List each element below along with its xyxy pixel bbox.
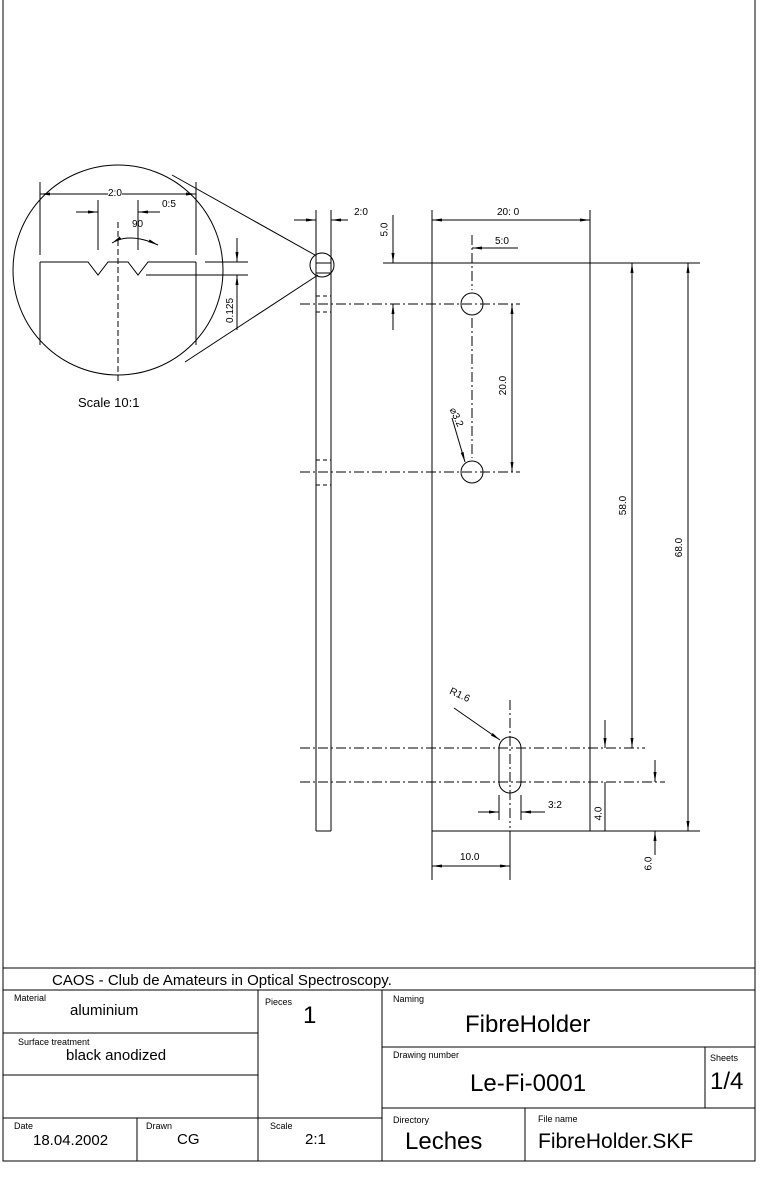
dim-hole-spacing: 20.0 [498,375,510,396]
dim-detail-width: 2:0 [108,188,122,199]
sheets-value: 1/4 [710,1068,744,1095]
organization: CAOS - Club de Amateurs in Optical Spect… [52,972,392,989]
sheet-border [2,0,756,1162]
dim-slot-position: 58.0 [618,495,630,516]
pieces-label: Pieces [265,997,293,1007]
material-label: Material [14,993,47,1003]
dim-detail-depth: 0.125 [225,297,237,324]
dim-length: 68.0 [674,537,686,558]
file-name-value: FibreHolder.SKF [538,1130,694,1153]
directory-label: Directory [393,1115,430,1125]
dim-slot-width: 3:2 [548,800,562,811]
dim-slot-length: 4.0 [593,806,605,821]
file-name-label: File name [538,1114,578,1124]
title-block-grid [3,967,755,1161]
surface-label: Surface treatment [18,1037,90,1047]
naming-label: Naming [393,994,425,1004]
drawn-label: Drawn [146,1121,173,1131]
front-view [300,210,700,880]
material-value: aluminium [70,1002,139,1019]
scale-value: 2:1 [305,1131,326,1148]
directory-value: Leches [405,1128,483,1155]
scale-label: Scale [270,1121,293,1131]
drawing-number-label: Drawing number [393,1050,460,1060]
drawing-number-value: Le-Fi-0001 [470,1070,587,1097]
side-view [294,210,348,832]
naming-value: FibreHolder [465,1011,591,1038]
dim-slot-x: 10.0 [460,852,480,863]
date-label: Date [14,1121,34,1131]
dim-top-offset: 5.0 [379,222,391,237]
dim-width: 20: 0 [497,207,520,218]
sheets-label: Sheets [710,1053,739,1063]
dim-hole-offset: 5:0 [495,236,509,247]
dim-detail-angle: 90 [132,219,144,230]
pieces-value: 1 [303,1002,317,1029]
dim-detail-groove: 0:5 [162,199,176,210]
surface-value: black anodized [66,1047,167,1064]
detail-scale-label: Scale 10:1 [78,395,140,410]
date-value: 18.04.2002 [33,1132,109,1149]
detail-view [12,164,319,382]
dim-thickness: 2:0 [354,207,368,218]
dim-slot-bottom: 6.0 [643,856,655,871]
drawn-value: CG [177,1131,200,1148]
